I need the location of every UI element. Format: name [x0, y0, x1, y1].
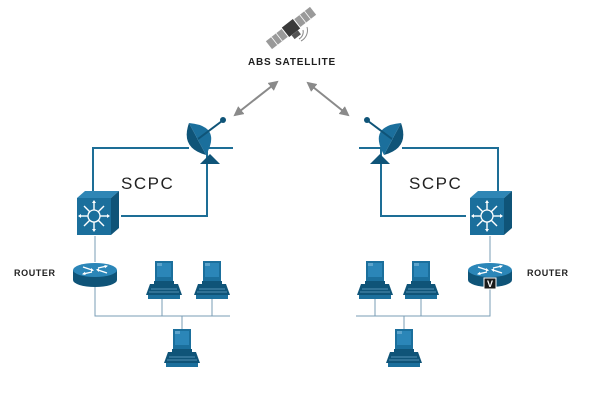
workstation-icon: [402, 260, 440, 300]
workstation-icon: [385, 328, 423, 368]
workstation-icon: [356, 260, 394, 300]
lan-wiring-left: [94, 286, 230, 330]
router-icon-left: [72, 262, 118, 288]
workstation-icon: [193, 260, 231, 300]
lan-wiring-right: [356, 286, 491, 330]
workstation-icon: [163, 328, 201, 368]
satellite-icon: [265, 6, 317, 50]
satellite-dish-icon-right: [363, 116, 405, 165]
multilayer-switch-icon-right: [469, 190, 513, 236]
uplink-arrow-right: [306, 81, 350, 117]
router-v-badge: [483, 277, 497, 290]
router-label-right: ROUTER: [527, 268, 569, 278]
scpc-link-left: [92, 147, 233, 217]
scpc-label-right: SCPC: [409, 174, 463, 193]
router-v-badge-label: V: [487, 279, 493, 289]
multilayer-switch-icon-left: [76, 190, 120, 236]
uplink-arrow-left: [233, 80, 279, 117]
workstation-icon: [145, 260, 183, 300]
router-label-left: ROUTER: [14, 268, 56, 278]
scpc-link-right: [359, 147, 499, 217]
scpc-label-left: SCPC: [121, 174, 175, 193]
satellite-label: ABS SATELLITE: [248, 57, 336, 68]
